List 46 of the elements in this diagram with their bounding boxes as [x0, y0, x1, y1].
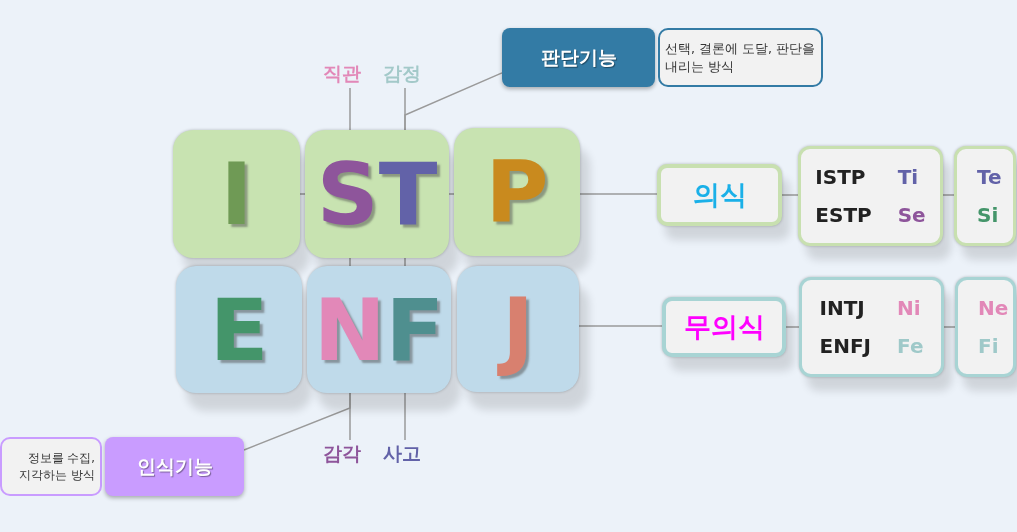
function-code: Ni [897, 296, 922, 320]
type-code: INTJ [819, 296, 866, 320]
connector-line [404, 392, 406, 441]
connector-line [349, 87, 351, 131]
function-code: Te [977, 165, 1002, 189]
function-code: Fi [978, 334, 1000, 358]
type-code: ISTP [815, 165, 867, 189]
type-card [798, 146, 943, 246]
letter-tile: J [457, 266, 579, 392]
function-code: Ti [897, 165, 920, 189]
function-box: 인식기능 [105, 437, 244, 496]
letter-tile: P [454, 128, 580, 256]
type-card [954, 146, 1016, 246]
state-box: 무의식 [662, 297, 786, 357]
state-box: 의식 [657, 164, 782, 226]
connector-line [243, 392, 351, 451]
type-code: ESTP [815, 203, 872, 227]
connector-line [943, 326, 956, 328]
letter-tile: E [176, 266, 302, 393]
type-code: ENFJ [819, 334, 872, 358]
function-label: 감각 [315, 440, 369, 468]
connector-line [785, 326, 800, 328]
connector-line [299, 193, 306, 195]
function-label: 감정 [375, 60, 429, 88]
type-card [955, 277, 1016, 377]
type-card [799, 277, 944, 377]
letter-tile: NF [307, 266, 451, 393]
connector-line [579, 193, 658, 195]
connector-line [448, 193, 455, 195]
description-box: 정보를 수집, 지각하는 방식 [0, 437, 102, 496]
description-box: 선택, 결론에 도달, 판단을 내리는 방식 [658, 28, 823, 87]
function-label: 직관 [315, 60, 369, 88]
function-label: 사고 [375, 440, 429, 468]
function-code: Fe [897, 334, 924, 358]
connector-line [781, 194, 799, 196]
letter-tile: ST [305, 130, 449, 258]
letter-tile: I [173, 130, 300, 258]
function-code: Ne [978, 296, 1009, 320]
connector-line [349, 257, 351, 267]
function-code: Se [897, 203, 926, 227]
function-box: 판단기능 [502, 28, 655, 87]
connector-line [404, 257, 406, 267]
connector-line [578, 325, 663, 327]
connector-line [404, 72, 503, 131]
function-code: Si [977, 203, 1000, 227]
connector-line [942, 194, 955, 196]
